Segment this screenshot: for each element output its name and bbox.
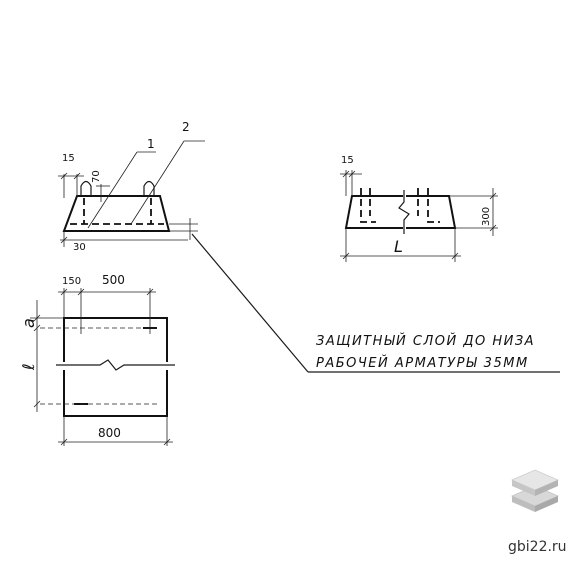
break-line (398, 190, 410, 234)
cover-note: ЗАЩИТНЫЙ СЛОЙ ДО НИЗА РАБОЧЕЙ АРМАТУРЫ 3… (191, 233, 560, 373)
watermark: gbi22.ru (508, 469, 567, 555)
plan-view-outline (63, 370, 168, 417)
note-line-2: РАБОЧЕЙ АРМАТУРЫ 35ММ (316, 355, 529, 371)
dim-tick (146, 288, 154, 296)
dim-tick (60, 172, 68, 180)
front-view-loop-right (427, 188, 440, 223)
front-view: 15 300 L (340, 155, 498, 262)
front-view-loop-left (360, 188, 376, 223)
dim-front-top-offset: 15 (341, 155, 354, 166)
dim-height: 300 (481, 207, 492, 226)
dim-tick (60, 236, 68, 244)
dim-plan-offset-a: a (19, 318, 38, 328)
front-view-outline (406, 195, 457, 229)
callout-marker-2: 2 (182, 120, 190, 134)
callout-leader-2 (130, 140, 185, 225)
dim-tick (489, 192, 497, 200)
plan-view-outline (63, 317, 168, 362)
dim-tick (73, 172, 81, 180)
dim-tick (33, 400, 41, 408)
dim-tick (33, 324, 41, 332)
dim-plan-edge-offset: 150 (62, 276, 81, 287)
side-view: 15 70 30 1 2 (58, 120, 205, 253)
note-line-1: ЗАЩИТНЫЙ СЛОЙ ДО НИЗА (316, 333, 535, 349)
dim-plan-loop-spacing: 500 (102, 273, 125, 287)
plan-view: 150 500 a ℓ 800 (19, 273, 175, 446)
dim-tick (348, 170, 356, 178)
dim-plan-width: 800 (98, 426, 121, 440)
side-view-loop-left (80, 180, 92, 196)
dim-loop-height: 70 (91, 170, 102, 183)
dim-plan-length-l: ℓ (19, 363, 38, 371)
watermark-site: gbi22.ru (508, 539, 567, 555)
dim-tick (342, 170, 350, 178)
break-line (56, 359, 175, 371)
side-view-loop-right (143, 180, 155, 196)
callout-marker-1: 1 (147, 137, 155, 151)
dim-side-bottom-offset: 30 (73, 242, 86, 253)
dim-tick (163, 438, 171, 446)
dim-tick (60, 288, 68, 296)
dim-tick (489, 224, 497, 232)
side-view-outline (62, 195, 171, 232)
dim-tick (33, 314, 41, 322)
dim-tick (451, 252, 459, 260)
dim-tick (342, 252, 350, 260)
stacked-slabs-logo-icon (510, 469, 560, 512)
dim-length: L (394, 237, 403, 256)
dim-tick (77, 288, 85, 296)
note-leader (191, 233, 309, 373)
dim-side-top-offset: 15 (62, 153, 75, 164)
dim-tick (60, 438, 68, 446)
front-view-outline (344, 195, 403, 229)
callout-leader-1 (87, 151, 138, 229)
